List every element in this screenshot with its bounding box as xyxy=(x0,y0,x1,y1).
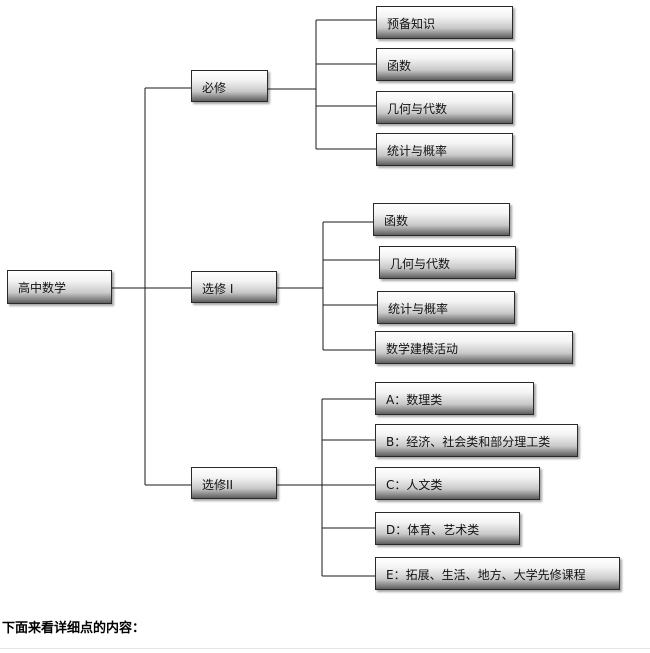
leaf-node-label: 几何与代数 xyxy=(390,257,451,271)
leaf-node: E：拓展、生活、地方、大学先修课程 xyxy=(375,557,620,590)
leaf-node-label: D：体育、艺术类 xyxy=(386,523,480,537)
leaf-node-label: 函数 xyxy=(384,214,409,228)
leaf-node: C：人文类 xyxy=(375,467,540,500)
leaf-node-label: 数学建模活动 xyxy=(386,342,459,356)
branch-node-label: 必修 xyxy=(202,81,227,95)
leaf-node-label: 预备知识 xyxy=(387,17,436,31)
root-node: 高中数学 xyxy=(7,270,112,304)
leaf-node-label: A：数理类 xyxy=(386,393,443,407)
leaf-node: D：体育、艺术类 xyxy=(375,512,520,545)
leaf-node: 统计与概率 xyxy=(376,133,513,166)
leaf-node: 函数 xyxy=(373,203,510,236)
leaf-node: 几何与代数 xyxy=(379,246,516,279)
leaf-node: A：数理类 xyxy=(375,382,534,415)
leaf-node-label: E：拓展、生活、地方、大学先修课程 xyxy=(386,568,586,582)
branch-node-label: 选修 I xyxy=(202,282,234,296)
branch-node-xuanxiu-1: 选修 I xyxy=(191,271,277,303)
leaf-node: 预备知识 xyxy=(376,6,513,39)
leaf-node-label: B：经济、社会类和部分理工类 xyxy=(386,435,551,449)
leaf-node: 函数 xyxy=(376,48,513,81)
leaf-node-label: 几何与代数 xyxy=(387,102,448,116)
leaf-node: 几何与代数 xyxy=(376,91,513,124)
footer-text: 下面来看详细点的内容： xyxy=(2,621,146,636)
root-node-label: 高中数学 xyxy=(18,281,67,295)
leaf-node: 数学建模活动 xyxy=(375,331,573,364)
leaf-node-label: 函数 xyxy=(387,59,412,73)
leaf-node: 统计与概率 xyxy=(377,291,515,324)
branch-node-xuanxiu-2: 选修II xyxy=(191,467,277,499)
leaf-node-label: 统计与概率 xyxy=(387,144,448,158)
branch-node-bixiu: 必修 xyxy=(191,70,268,102)
divider xyxy=(0,648,650,649)
leaf-node-label: C：人文类 xyxy=(386,478,443,492)
leaf-node-label: 统计与概率 xyxy=(388,302,449,316)
leaf-node: B：经济、社会类和部分理工类 xyxy=(375,424,578,457)
branch-node-label: 选修II xyxy=(202,478,234,492)
